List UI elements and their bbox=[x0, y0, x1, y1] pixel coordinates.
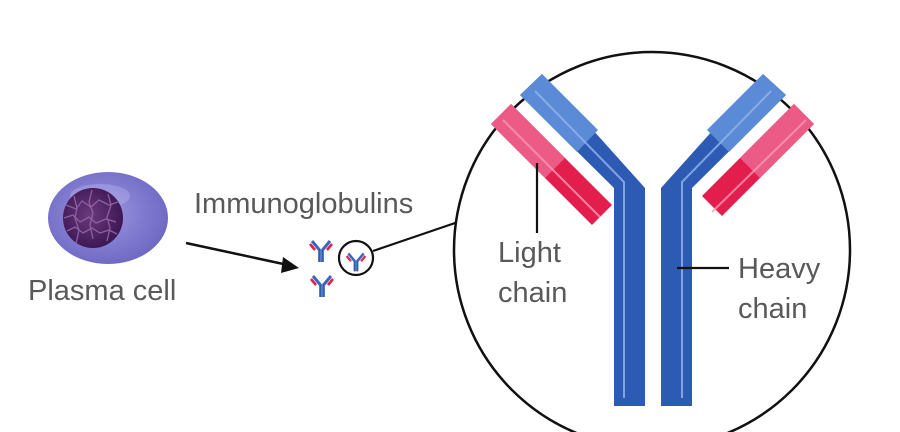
plasma-cell-label: Plasma cell bbox=[28, 275, 176, 307]
heavy-chain-right-stem bbox=[661, 188, 692, 406]
antibody-icon bbox=[308, 239, 334, 264]
light-chain-label-line2: chain bbox=[498, 277, 567, 309]
plasma-cell-icon bbox=[48, 172, 168, 264]
arrow-icon bbox=[185, 241, 299, 273]
heavy-chain-left-stem bbox=[614, 188, 645, 406]
zoom-connector bbox=[372, 220, 459, 253]
magnifier-circle-icon bbox=[337, 239, 375, 277]
light-chain-label-line1: Light bbox=[498, 237, 561, 269]
antibody-icon bbox=[309, 274, 335, 299]
antibody-detail bbox=[491, 74, 814, 406]
heavy-chain-label-line1: Heavy bbox=[738, 253, 821, 285]
heavy-chain-label-line2: chain bbox=[738, 293, 807, 325]
immunoglobulins-label: Immunoglobulins bbox=[194, 188, 413, 220]
